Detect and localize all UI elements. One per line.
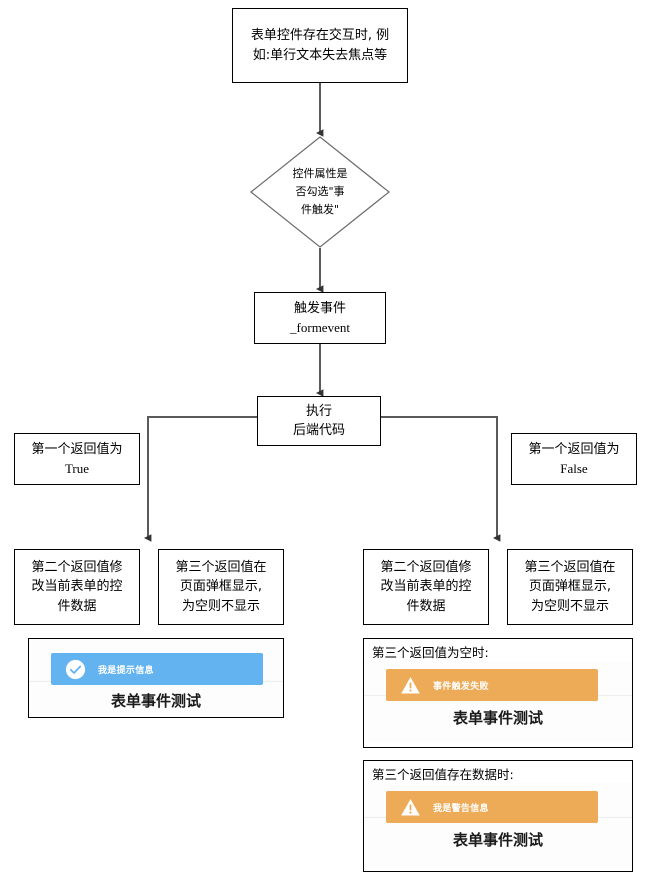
screenshot-stage: 我是警告信息 表单事件测试 <box>364 783 632 868</box>
node-line: 第一个返回值为 <box>31 441 123 457</box>
toast-message: 我是警告信息 <box>433 803 489 814</box>
node-line: False <box>560 461 588 476</box>
node-false-second-return: 第二个返回值修 改当前表单的控 件数据 <box>363 549 489 625</box>
node-decision-event-trigger: 控件属性是 否勾选"事 件触发" <box>250 136 390 248</box>
node-line: 触发事件 <box>293 300 346 316</box>
node-line: 件触发" <box>300 203 340 217</box>
node-line: 页面弹框显示, <box>179 579 263 595</box>
node-line: _formevent <box>290 320 350 335</box>
screenshot-page-title: 表单事件测试 <box>110 692 201 710</box>
node-line: 如:单行文本失去焦点等 <box>252 47 388 63</box>
node-line: 控件属性是 <box>292 166 348 180</box>
node-line: 第二个返回值修 <box>380 559 472 575</box>
node-line: 第一个返回值为 <box>528 441 620 457</box>
screenshot-page-title: 表单事件测试 <box>452 831 543 850</box>
screenshot-empty-third-demo: 第三个返回值为空时: 事件触发失败 表单事件测试 <box>363 638 633 748</box>
warning-triangle-icon <box>400 797 421 818</box>
node-true-second-return: 第二个返回值修 改当前表单的控 件数据 <box>14 549 140 625</box>
node-line: 件数据 <box>406 598 446 614</box>
screenshot-stage: 事件触发失败 表单事件测试 <box>364 661 632 744</box>
screenshot-data-third-demo: 第三个返回值存在数据时: 我是警告信息 表单事件测试 <box>363 760 633 872</box>
node-line: 第二个返回值修 <box>31 559 123 575</box>
toast-success[interactable]: 我是提示信息 <box>51 653 263 685</box>
diamond-shape <box>250 136 390 248</box>
node-line: 为空则不显示 <box>530 598 609 614</box>
screenshot-caption: 第三个返回值为空时: <box>372 645 489 660</box>
node-execute-backend: 执行 后端代码 <box>257 396 381 446</box>
toast-warning[interactable]: 我是警告信息 <box>386 791 598 824</box>
node-line: 表单控件存在交互时, 例 <box>250 28 390 43</box>
node-form-interaction: 表单控件存在交互时, 例 如:单行文本失去焦点等 <box>232 8 408 83</box>
node-line: 否勾选"事 <box>295 184 345 198</box>
node-line: 后端代码 <box>292 423 345 438</box>
screenshot-stage: 我是提示信息 表单事件测试 <box>29 639 283 717</box>
toast-warning[interactable]: 事件触发失败 <box>386 669 598 702</box>
node-line: 改当前表单的控 <box>380 579 472 595</box>
node-line: 第三个返回值在 <box>524 559 616 575</box>
node-first-return-false: 第一个返回值为 False <box>511 433 637 485</box>
node-line: 执行 <box>305 403 332 419</box>
node-first-return-true: 第一个返回值为 True <box>14 433 140 485</box>
screenshot-success-demo: 我是提示信息 表单事件测试 <box>28 638 284 718</box>
check-circle-icon <box>65 659 86 680</box>
node-line: 第三个返回值在 <box>175 559 267 575</box>
node-true-third-return: 第三个返回值在 页面弹框显示, 为空则不显示 <box>158 549 284 625</box>
screenshot-caption: 第三个返回值存在数据时: <box>372 767 514 782</box>
toast-message: 我是提示信息 <box>98 665 154 676</box>
node-line: 件数据 <box>57 598 97 614</box>
node-line: 改当前表单的控 <box>31 579 123 595</box>
node-trigger-formevent: 触发事件 _formevent <box>254 292 386 344</box>
screenshot-page-title: 表单事件测试 <box>452 709 543 728</box>
node-false-third-return: 第三个返回值在 页面弹框显示, 为空则不显示 <box>507 549 633 625</box>
node-line: 为空则不显示 <box>181 598 260 614</box>
node-line: True <box>64 461 90 476</box>
toast-message: 事件触发失败 <box>433 681 489 692</box>
node-line: 页面弹框显示, <box>528 579 612 595</box>
warning-triangle-icon <box>400 675 421 696</box>
